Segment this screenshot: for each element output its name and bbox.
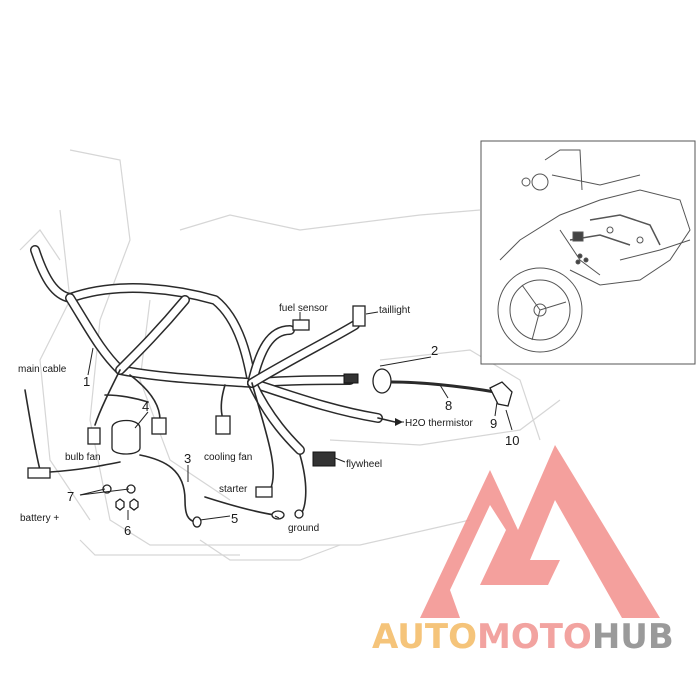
callout-9: 9 — [490, 416, 497, 431]
battery-plus-lead — [24, 389, 121, 479]
h2o-thermistor-lead — [377, 417, 396, 423]
label-cooling-fan: cooling fan — [204, 452, 252, 463]
label-taillight: taillight — [379, 305, 410, 316]
watermark-moto: MOTO — [477, 617, 592, 657]
callout-3: 3 — [184, 451, 191, 466]
label-ground: ground — [288, 523, 319, 534]
callout-2: 2 — [431, 343, 438, 358]
relay-lead — [104, 394, 149, 403]
watermark-logo — [420, 445, 660, 618]
ground-lead-3 — [139, 454, 202, 528]
watermark-hub: HUB — [592, 617, 674, 657]
callout-8: 8 — [445, 398, 452, 413]
callout-5: 5 — [231, 511, 238, 526]
callout-7: 7 — [67, 489, 74, 504]
horn-bulb-fan — [87, 417, 167, 455]
label-starter: starter — [219, 484, 248, 495]
ground-point — [294, 454, 307, 519]
callout-4: 4 — [142, 399, 149, 414]
main-cable-loom — [30, 245, 383, 491]
nuts-6 — [115, 498, 139, 511]
watermark-text: AUTOMOTOHUB — [372, 617, 674, 657]
callout-1: 1 — [83, 374, 90, 389]
callout-6: 6 — [124, 523, 131, 538]
label-battery-plus: battery + — [20, 513, 59, 524]
cooling-fan-connector — [215, 415, 231, 435]
fuel-sensor-connector — [292, 319, 310, 331]
diagram-labels: main cable bulb fan battery + cooling fa… — [18, 303, 473, 534]
harness-parts — [24, 305, 513, 528]
svg-text:AUTOMOTOHUB: AUTOMOTOHUB — [372, 617, 674, 657]
flywheel-connector — [312, 451, 336, 467]
taillight-connector — [352, 305, 366, 327]
label-main-cable: main cable — [18, 364, 67, 375]
overview-inset — [480, 140, 696, 365]
label-bulb-fan: bulb fan — [65, 452, 101, 463]
label-fuel-sensor: fuel sensor — [279, 303, 329, 314]
watermark-triangle-mark — [420, 445, 660, 618]
motorcycle-illustration — [497, 149, 691, 353]
starter-lead-5 — [204, 496, 285, 520]
callout-10: 10 — [505, 433, 519, 448]
cable-8 — [372, 368, 513, 407]
cable-connector — [343, 373, 359, 384]
watermark-auto: AUTO — [372, 617, 477, 657]
label-h2o-thermistor: H2O thermistor — [405, 418, 473, 429]
leader-lines — [79, 311, 513, 521]
starter-connector — [255, 486, 273, 498]
callout-numbers: 1 2 3 4 5 6 7 8 9 10 — [67, 343, 519, 538]
label-flywheel: flywheel — [346, 459, 382, 470]
